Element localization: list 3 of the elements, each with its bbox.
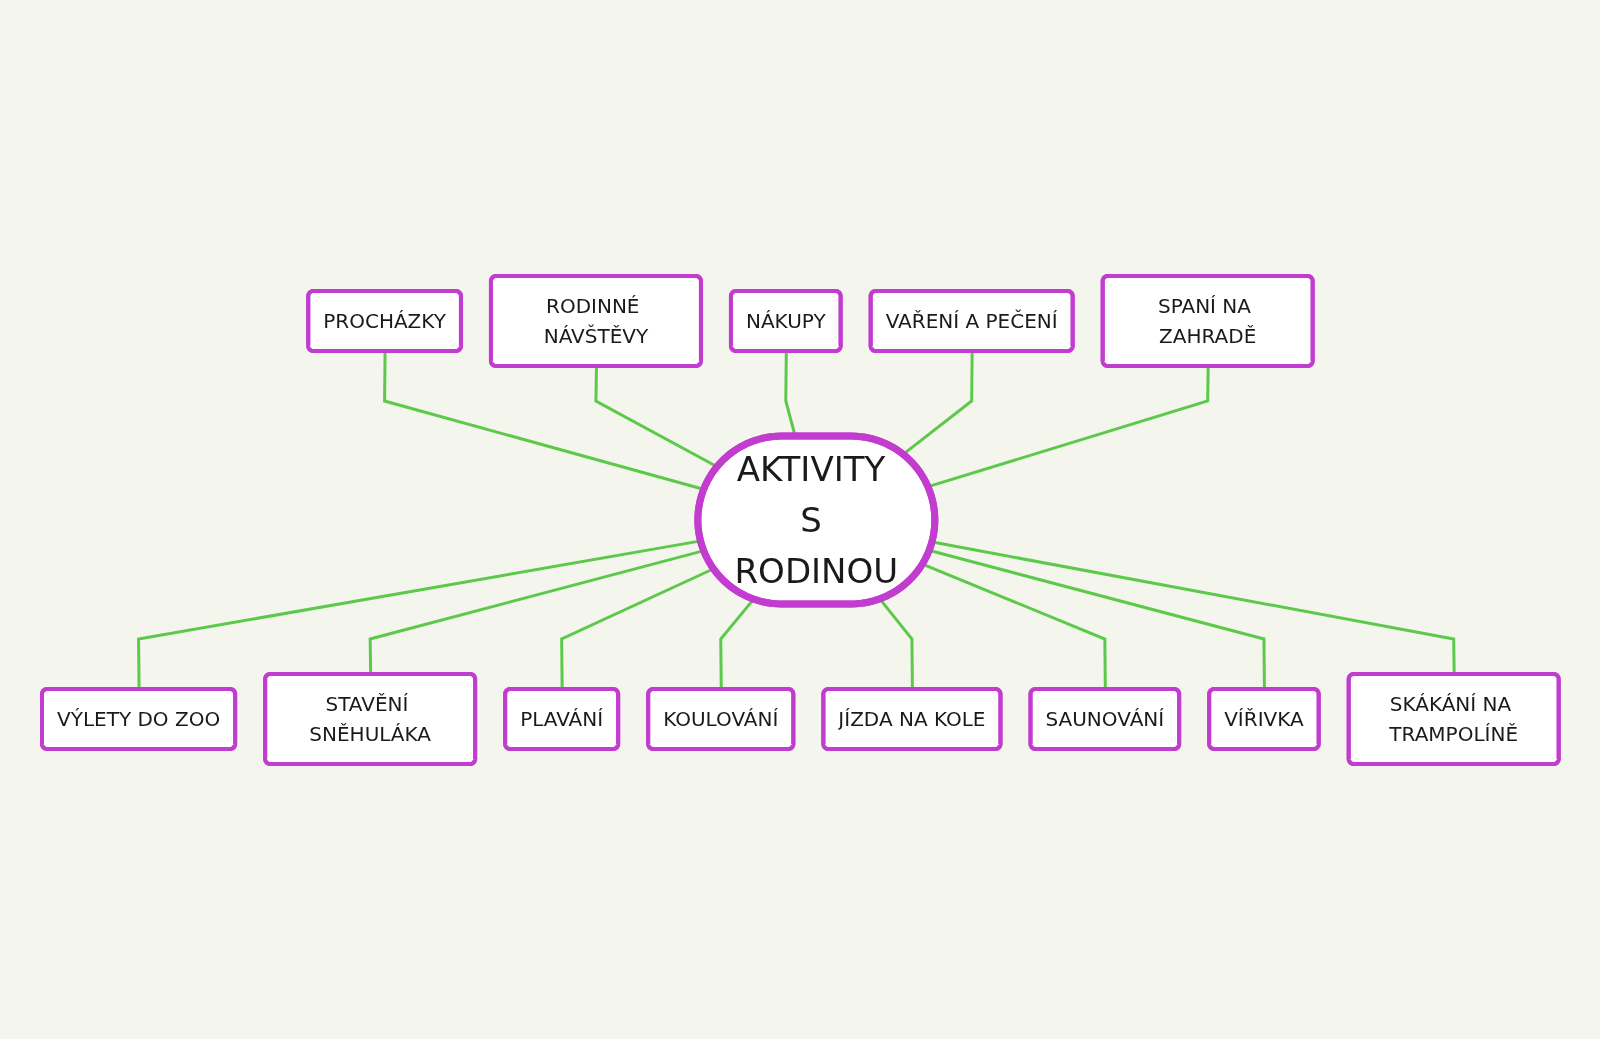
connector (922, 562, 1107, 689)
connector (929, 548, 1266, 689)
connector (559, 566, 714, 689)
